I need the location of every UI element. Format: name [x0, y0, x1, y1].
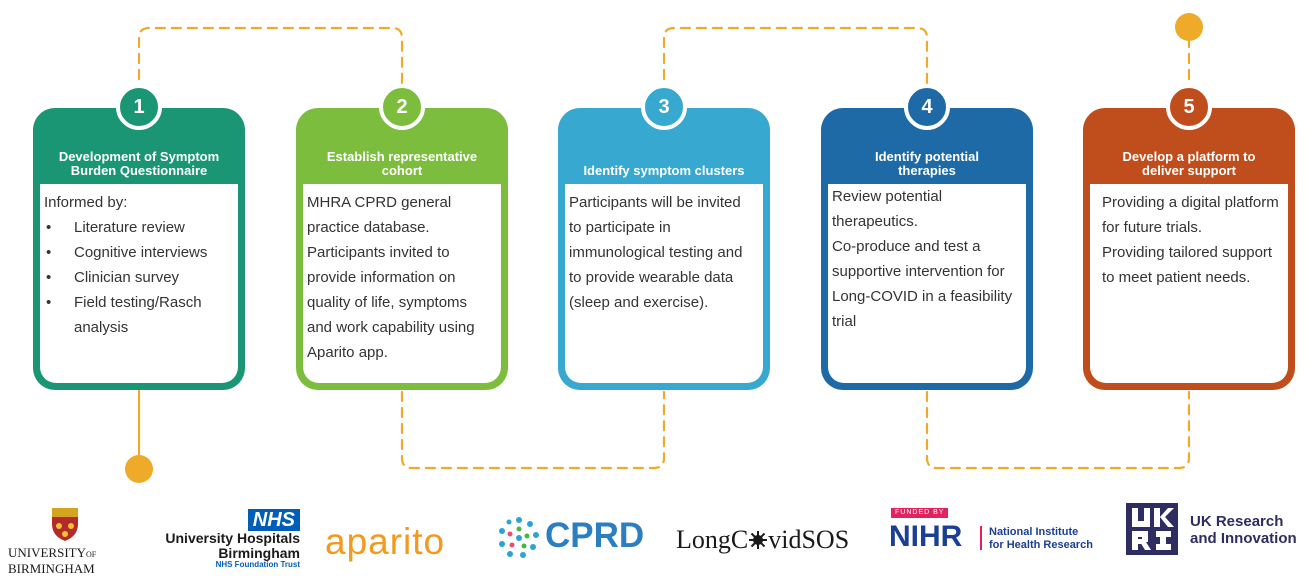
longcovid-text-a: LongC [676, 525, 749, 554]
ukri-mark-icon [1126, 503, 1178, 555]
step-1-bullets: • Literature review • Cognitive interviews… [44, 215, 232, 340]
university-of-birmingham-logo: UNIVERSITYOF BIRMINGHAM [8, 506, 123, 578]
aparito-logo: aparito [325, 521, 446, 562]
step-4-text-2: Co-produce and test a supportive interve… [832, 238, 1013, 330]
nihr-line2: for Health Research [989, 539, 1093, 551]
start-dot [125, 455, 153, 483]
cprd-logo: CPRD [495, 514, 645, 564]
ukri-line1: UK Research [1190, 513, 1284, 530]
step-1-body: Informed by: • Literature review • Cogniti… [40, 184, 238, 383]
step-2-number: 2 [379, 84, 425, 130]
bullet-text: Cognitive interviews [74, 244, 208, 261]
step-1-number: 1 [116, 84, 162, 130]
step-3-card: Identify symptom clusters Participants w… [558, 108, 770, 390]
nihr-line1: National Institute [989, 526, 1079, 538]
step-2-body: MHRA CPRD general practice database. Par… [303, 184, 501, 383]
nihr-divider [980, 526, 982, 550]
bullet-icon: • [46, 269, 52, 286]
bullet-icon: • [46, 244, 52, 261]
step-2-card: Establish representative cohort MHRA CPR… [296, 108, 508, 390]
end-dot [1175, 13, 1203, 41]
step-5-text-2: Providing tailored support to meet patie… [1102, 244, 1273, 286]
connector-3-4 [662, 26, 929, 97]
step-3-number: 3 [641, 84, 687, 130]
bullet-item: • Field testing/Rasch analysis [44, 290, 232, 340]
step-5-card: Develop a platform to deliver support Pr… [1083, 108, 1295, 390]
nihr-name: NIHR [889, 520, 963, 553]
step-4-body: Review potential therapeutics. Co-produc… [828, 184, 1026, 383]
bullet-icon: • [46, 219, 52, 236]
bullet-icon: • [46, 294, 52, 311]
step-1-title: Development of Symptom Burden Questionna… [58, 149, 220, 178]
connector-1-2 [137, 26, 404, 97]
bullet-text: Literature review [74, 219, 185, 236]
bullet-text: Clinician survey [74, 269, 180, 286]
virus-glyph-icon [749, 531, 768, 549]
step-4-title: Identify potential therapies [875, 149, 979, 178]
uob-line1: UNIVERSITY [8, 545, 86, 560]
bullet-item: • Literature review [44, 215, 232, 240]
ukri-logo: UK Research and Innovation [1126, 503, 1309, 557]
connector-2-3 [400, 390, 666, 470]
step-5-header: Develop a platform to deliver support [1083, 108, 1295, 184]
uob-of: OF [86, 550, 97, 559]
step-3-text: Participants will be invited to particip… [569, 194, 743, 311]
crest-icon [52, 508, 78, 541]
longcovidsos-logo: LongC vidSOS [676, 525, 849, 555]
step-5-title: Develop a platform to deliver support [1122, 149, 1256, 178]
step-5-number: 5 [1166, 84, 1212, 130]
step-1-card: Development of Symptom Burden Questionna… [33, 108, 245, 390]
university-hospitals-birmingham-logo: NHS University Hospitals Birmingham NHS … [145, 509, 300, 579]
nhs-badge: NHS [247, 509, 300, 531]
uob-line2: BIRMINGHAM [8, 561, 95, 576]
step-4-number: 4 [904, 84, 950, 130]
cprd-text: CPRD [545, 516, 645, 555]
uhb-line2: Birmingham [218, 545, 300, 561]
step-4-card: Identify potential therapies Review pote… [821, 108, 1033, 390]
bullet-item: • Cognitive interviews [44, 240, 232, 265]
step-2-text: MHRA CPRD general practice database. Par… [307, 194, 475, 361]
step-2-header: Establish representative cohort [296, 108, 508, 184]
connector-4-5 [925, 390, 1191, 470]
cprd-dots-icon [499, 517, 539, 558]
step-4-text-1: Review potential therapeutics. [832, 188, 943, 230]
ukri-line2: and Innovation [1190, 530, 1297, 547]
longcovid-text-b: vidSOS [768, 525, 850, 554]
step-3-title: Identify symptom clusters [583, 163, 745, 178]
bullet-text: Field testing/Rasch analysis [74, 294, 202, 336]
uhb-line3: NHS Foundation Trust [215, 560, 300, 569]
step-3-header: Identify symptom clusters [558, 108, 770, 184]
step-5-text-1: Providing a digital platform for future … [1102, 194, 1279, 236]
step-3-body: Participants will be invited to particip… [565, 184, 763, 383]
step-1-header: Development of Symptom Burden Questionna… [33, 108, 245, 184]
step-5-body: Providing a digital platform for future … [1090, 184, 1288, 383]
bullet-item: • Clinician survey [44, 265, 232, 290]
step-4-header: Identify potential therapies [821, 108, 1033, 184]
step-1-intro: Informed by: [44, 194, 128, 211]
step-2-title: Establish representative cohort [326, 149, 478, 178]
nihr-logo: FUNDED BY NIHR National Institute for He… [889, 508, 1104, 560]
uhb-line1: University Hospitals [165, 530, 300, 546]
nihr-funded-by: FUNDED BY [891, 508, 949, 518]
